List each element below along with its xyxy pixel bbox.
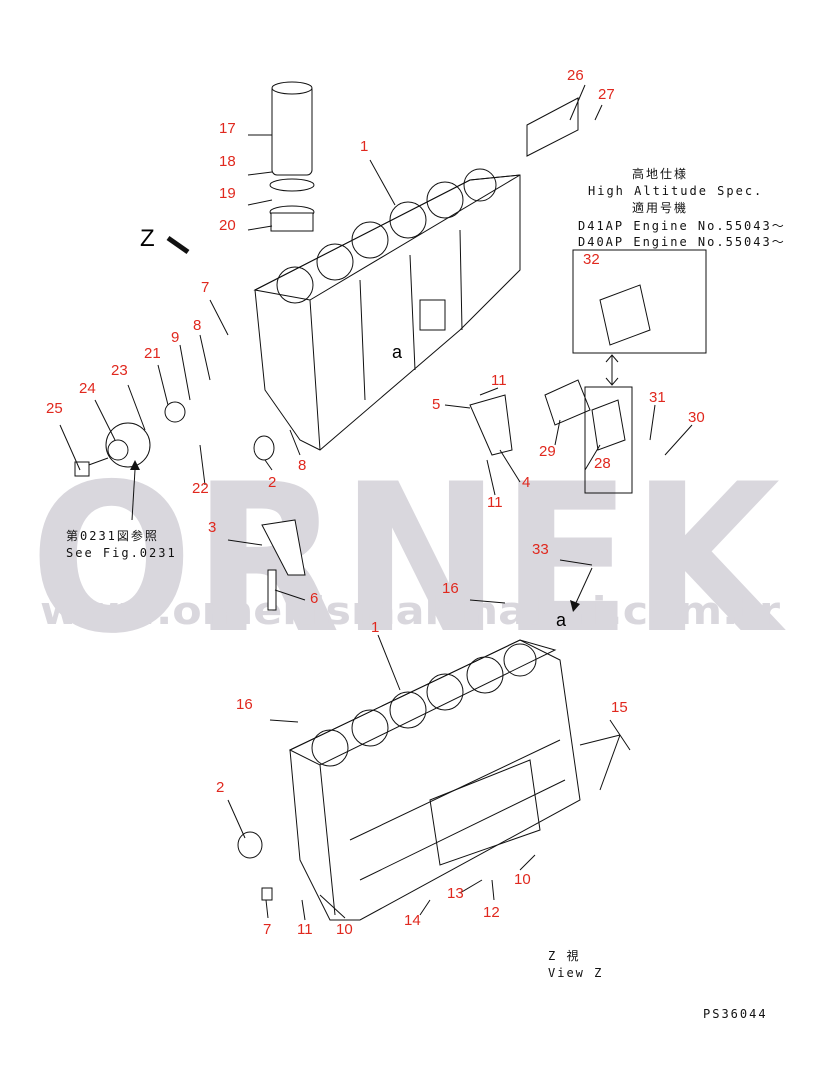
callout: 33 (532, 541, 549, 558)
callouts: 26 27 17 1 18 19 20 32 7 8 9 21 23 24 25… (46, 67, 705, 938)
callout: 5 (432, 396, 440, 413)
callout: 8 (298, 457, 306, 474)
drawing-number: PS36044 (703, 1007, 768, 1021)
callout: 1 (360, 138, 368, 155)
callout: 16 (442, 580, 459, 597)
callout: 21 (144, 345, 161, 362)
marker-a: a (392, 342, 403, 362)
callout: 27 (598, 86, 615, 103)
callout: 28 (594, 455, 611, 472)
callout: 11 (491, 372, 507, 389)
callout: 29 (539, 443, 556, 460)
callout: 10 (514, 871, 531, 888)
callout: 10 (336, 921, 353, 938)
cylinder-block-lower (288, 639, 581, 921)
callout: 32 (583, 251, 600, 268)
spec-title-en: High Altitude Spec. (588, 184, 763, 198)
bearing-cap-3 (261, 519, 306, 576)
callout: 31 (649, 389, 666, 406)
callout: 1 (371, 619, 379, 636)
callout: 9 (171, 329, 179, 346)
callout: 2 (268, 474, 276, 491)
callout: 8 (193, 317, 201, 334)
idler-gear (74, 401, 186, 477)
marker-a: a (556, 610, 567, 630)
callout: 7 (263, 921, 271, 938)
high-altitude-spec: 高地仕様 High Altitude Spec. 適用号機 D41AP Engi… (578, 166, 786, 249)
callout: 2 (216, 779, 224, 796)
callout: 14 (404, 912, 421, 929)
gasket-29 (544, 379, 591, 426)
callout: 7 (201, 279, 209, 296)
callout: 25 (46, 400, 63, 417)
view-z-en: View Z (548, 966, 603, 980)
cylinder-liner (269, 81, 315, 232)
callout: 16 (236, 696, 253, 713)
cover-box-28 (584, 386, 633, 494)
callout: 3 (208, 519, 216, 536)
callout: 30 (688, 409, 705, 426)
callout: 6 (310, 590, 318, 607)
cylinder-block-upper (253, 168, 521, 451)
callout: 11 (297, 921, 313, 938)
watermark-logo: ORNEK (30, 441, 787, 679)
spec-engine-2: D40AP Engine No.55043〜 (578, 235, 786, 249)
callout: 20 (219, 217, 236, 234)
spec-engine-1: D41AP Engine No.55043〜 (578, 219, 786, 233)
callout: 15 (611, 699, 628, 716)
callout: 22 (192, 480, 209, 497)
callout: 13 (447, 885, 464, 902)
callout: 19 (219, 185, 236, 202)
callout: 24 (79, 380, 96, 397)
callout: 26 (567, 67, 584, 84)
callout: 4 (522, 474, 530, 491)
reference-jp: 第0231図参照 (66, 528, 159, 543)
callout: 12 (483, 904, 500, 921)
view-arrow-label: Z (140, 225, 155, 252)
callout: 18 (219, 153, 236, 170)
bolt-6 (267, 569, 277, 611)
callout: 17 (219, 120, 236, 137)
view-z-jp: Z 視 (548, 948, 580, 963)
watermark-url: www.ornekismakinalari.com.tr (40, 589, 780, 633)
bearing-cap-4 (469, 394, 513, 456)
callout: 23 (111, 362, 128, 379)
spec-applicable-jp: 適用号機 (632, 200, 688, 215)
reference-en: See Fig.0231 (66, 546, 177, 560)
spec-title-jp: 高地仕様 (632, 166, 688, 181)
callout: 11 (487, 494, 503, 511)
